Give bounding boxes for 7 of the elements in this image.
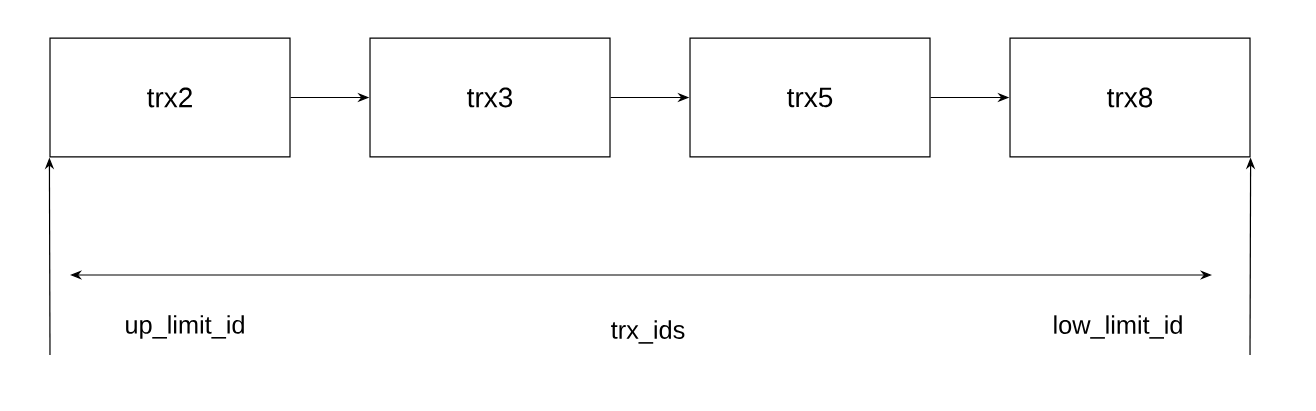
process-box: trx8 xyxy=(1009,37,1251,158)
label: up_limit_id xyxy=(126,315,244,339)
label: trx_ids xyxy=(611,320,685,344)
label: low_limit_id xyxy=(1054,315,1182,339)
process-box: trx2 xyxy=(49,37,291,158)
process-box: trx5 xyxy=(689,37,931,158)
process-box: trx3 xyxy=(369,37,611,158)
